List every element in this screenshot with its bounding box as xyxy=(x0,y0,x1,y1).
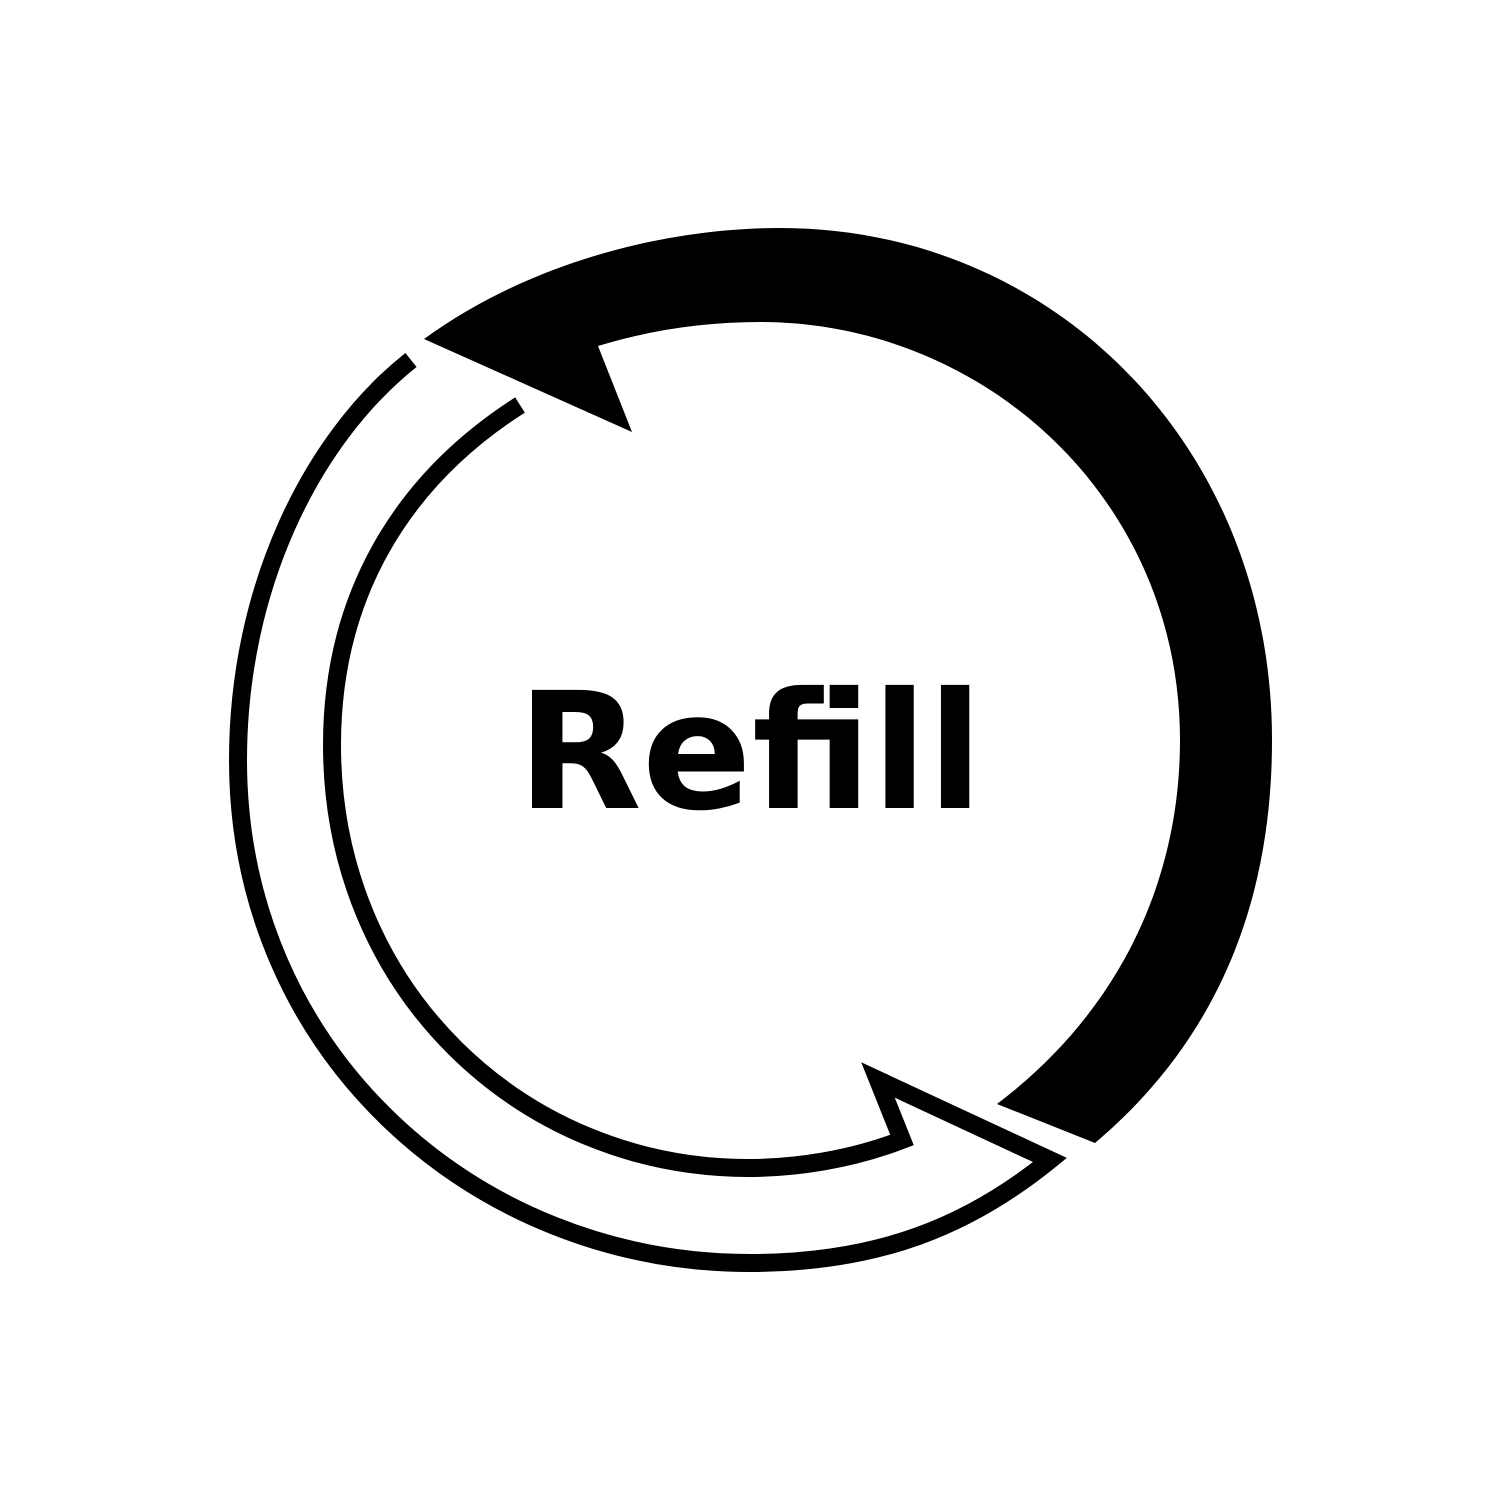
solid-arrow-arc xyxy=(424,228,1272,1143)
outlined-arrow-arc xyxy=(228,352,1067,1273)
refill-label: Refill xyxy=(517,659,983,847)
